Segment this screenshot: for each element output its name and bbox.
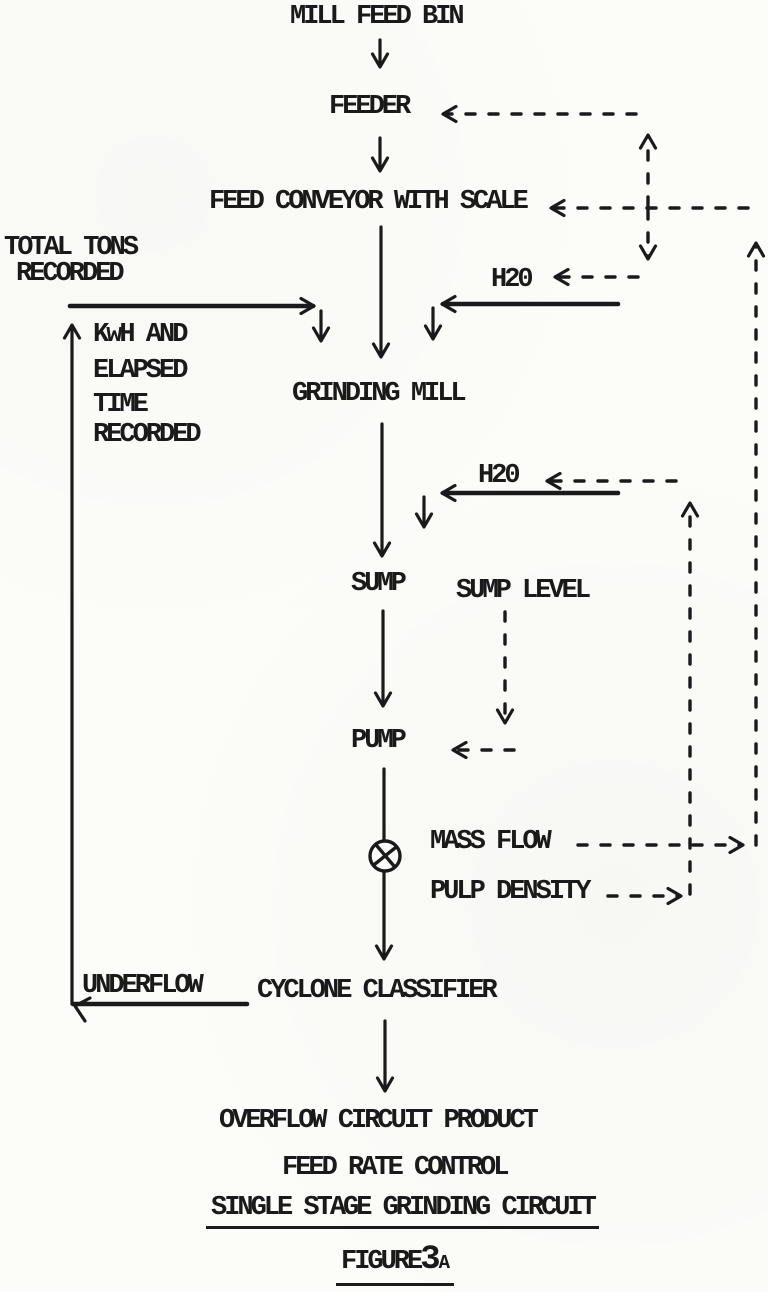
annotation-kwh-line4: RECORDED bbox=[93, 420, 202, 450]
figure-suffix: A bbox=[438, 1252, 450, 1274]
flow-meter-icon bbox=[368, 839, 402, 873]
dashed-control-lines bbox=[441, 104, 766, 906]
node-feed-conveyor: FEED CONVEYOR WITH SCALE bbox=[209, 187, 529, 217]
caption-single-stage-title: SINGLE STAGE GRINDING CIRCUIT bbox=[206, 1194, 599, 1230]
node-feeder: FEEDER bbox=[329, 92, 411, 122]
node-grinding-mill: GRINDING MILL bbox=[292, 379, 467, 409]
node-pump: PUMP bbox=[351, 726, 407, 756]
caption-feed-rate-control: FEED RATE CONTROL bbox=[282, 1153, 509, 1183]
annotation-kwh-line2: ELAPSED bbox=[93, 356, 188, 386]
node-cyclone-classifier: CYCLONE CLASSIFIER bbox=[257, 976, 498, 1006]
figure-number: 3 bbox=[420, 1241, 440, 1279]
label-mass-flow: MASS FLOW bbox=[430, 827, 552, 857]
node-sump: SUMP bbox=[351, 569, 407, 599]
label-pulp-density: PULP DENSITY bbox=[430, 877, 591, 907]
solid-flow-lines-thick bbox=[67, 294, 621, 1007]
annotation-kwh-line1: KwH AND bbox=[93, 320, 188, 350]
figure-word: FIGURE bbox=[341, 1247, 423, 1277]
label-underflow: UNDERFLOW bbox=[82, 971, 204, 1001]
annotation-total-tons-line1: TOTAL TONS bbox=[4, 233, 139, 263]
annotation-total-tons-line2: RECORDED bbox=[16, 259, 125, 289]
underflow-corner-hook bbox=[72, 996, 92, 1023]
label-h2o-sump: H20 bbox=[478, 461, 521, 491]
label-h2o-mill: H20 bbox=[491, 265, 534, 295]
label-sump-level: SUMP LEVEL bbox=[456, 576, 591, 606]
caption-overflow-product: OVERFLOW CIRCUIT PRODUCT bbox=[219, 1106, 539, 1136]
node-mill-feed-bin: MILL FEED BIN bbox=[290, 2, 465, 32]
annotation-kwh-line3: TIME bbox=[93, 390, 149, 420]
